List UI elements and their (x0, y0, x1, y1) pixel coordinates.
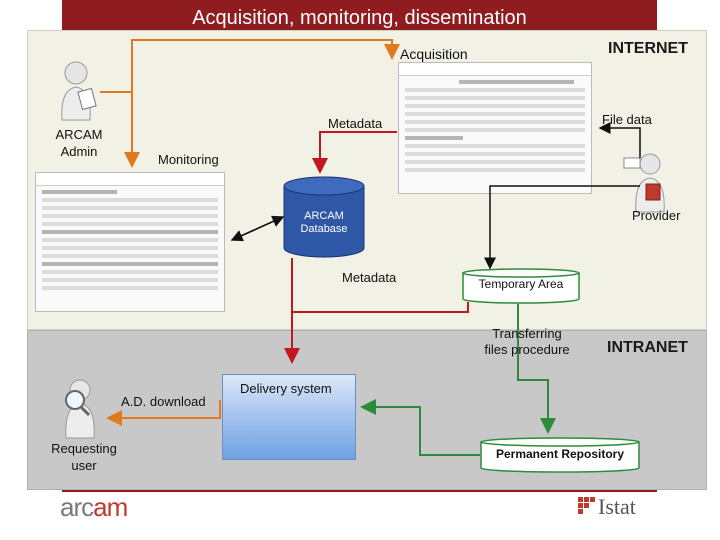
istat-logo-mark-icon (578, 497, 595, 514)
temporary-area-label: Temporary Area (478, 277, 564, 291)
temporary-area-cylinder-icon (462, 268, 580, 304)
internet-zone-label: INTERNET (608, 40, 688, 57)
acquisition-label: Acquisition (400, 46, 468, 62)
arcam-database-label: ARCAM Database (300, 210, 348, 235)
file-data-label: File data (602, 112, 652, 127)
footer-divider (62, 490, 657, 492)
permanent-repository-label: Permanent Repository (495, 447, 625, 461)
metadata-top-label: Metadata (328, 116, 383, 131)
provider-label: Provider (632, 208, 681, 223)
acquisition-screen-thumbnail (398, 62, 592, 194)
metadata-mid-label: Metadata (342, 270, 397, 285)
permanent-repository-cylinder-icon (480, 437, 640, 473)
ad-download-label: A.D. download (121, 394, 206, 409)
transferring-procedure-label: Transferring files procedure (484, 326, 570, 357)
intranet-zone-label: INTRANET (607, 339, 688, 356)
arcam-admin-label: ARCAM Admin (55, 127, 103, 159)
admin-person-icon (61, 61, 97, 121)
delivery-system-label: Delivery system (240, 381, 332, 396)
page-title: Acquisition, monitoring, dissemination (62, 0, 657, 30)
requesting-user-label: Requesting user (51, 441, 117, 473)
provider-person-icon (623, 153, 665, 213)
arcam-logo: arcam (60, 492, 128, 522)
istat-logo-text: Istat (598, 494, 636, 519)
delivery-system-box (222, 374, 356, 460)
monitoring-label: Monitoring (158, 152, 219, 167)
requesting-user-person-icon (65, 379, 95, 439)
arcam-database-cylinder-icon (283, 176, 365, 258)
monitoring-screen-thumbnail (35, 172, 225, 312)
